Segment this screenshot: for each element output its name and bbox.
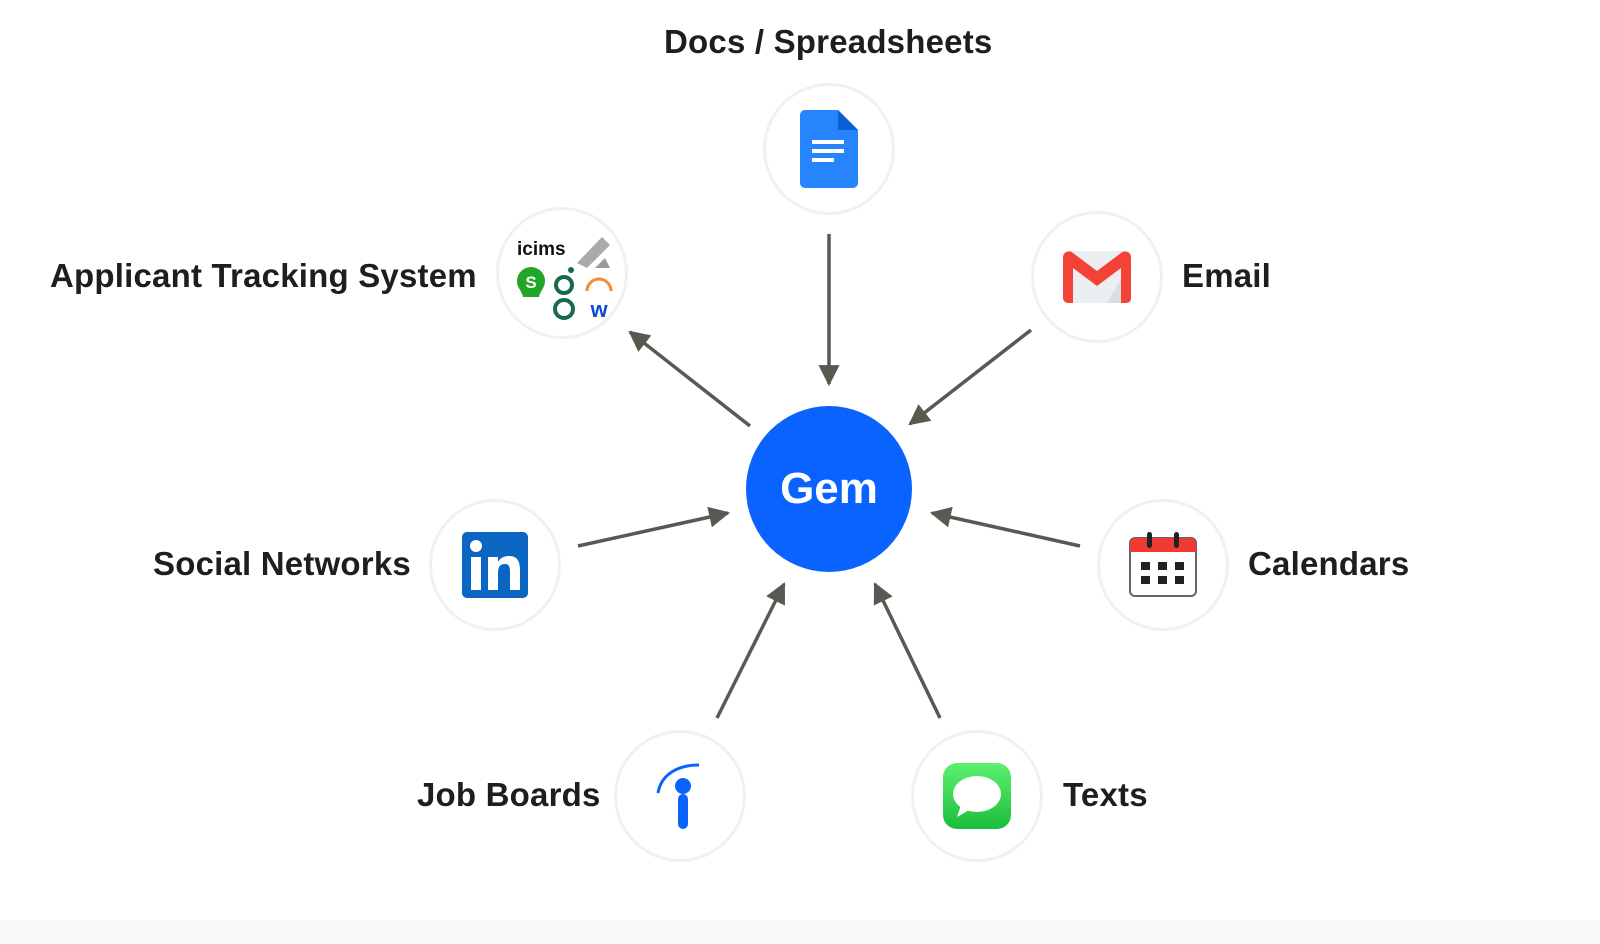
- arrow-email-to-gem: [908, 328, 1033, 426]
- calendar-icon: [1129, 532, 1197, 597]
- node-ats: icims S w: [496, 207, 628, 339]
- label-calendars: Calendars: [1248, 545, 1410, 582]
- indeed-icon: [656, 763, 700, 829]
- arrow-calendars-to-gem: [929, 506, 1081, 548]
- google-docs-icon: [800, 110, 858, 188]
- label-email: Email: [1182, 257, 1272, 294]
- node-docs: [763, 83, 895, 215]
- bottom-band: [0, 920, 1600, 944]
- gem-hub: Gem: [746, 406, 912, 572]
- label-ats: Applicant Tracking System: [50, 257, 477, 294]
- hub-label: Gem: [780, 464, 878, 513]
- node-email: [1031, 211, 1163, 343]
- svg-text:icims: icims: [517, 239, 566, 260]
- arrow-social-to-gem: [577, 506, 731, 548]
- node-calendars: [1097, 499, 1229, 631]
- node-texts: [911, 730, 1043, 862]
- linkedin-icon: [462, 532, 528, 598]
- arrow-gem-to-ats: [628, 330, 752, 428]
- node-social: [429, 499, 561, 631]
- label-docs: Docs / Spreadsheets: [664, 23, 993, 60]
- svg-text:w: w: [589, 297, 608, 322]
- label-social: Social Networks: [153, 545, 411, 582]
- messages-icon: [943, 763, 1011, 829]
- arrow-jobboards-to-gem: [715, 582, 786, 719]
- svg-text:S: S: [525, 273, 536, 292]
- node-jobboards: [614, 730, 746, 862]
- ats-logos-icon: icims S w: [517, 237, 613, 322]
- arrow-texts-to-gem: [873, 582, 942, 719]
- label-texts: Texts: [1063, 776, 1148, 813]
- gmail-icon: [1063, 251, 1131, 303]
- label-jobboards: Job Boards: [417, 776, 601, 813]
